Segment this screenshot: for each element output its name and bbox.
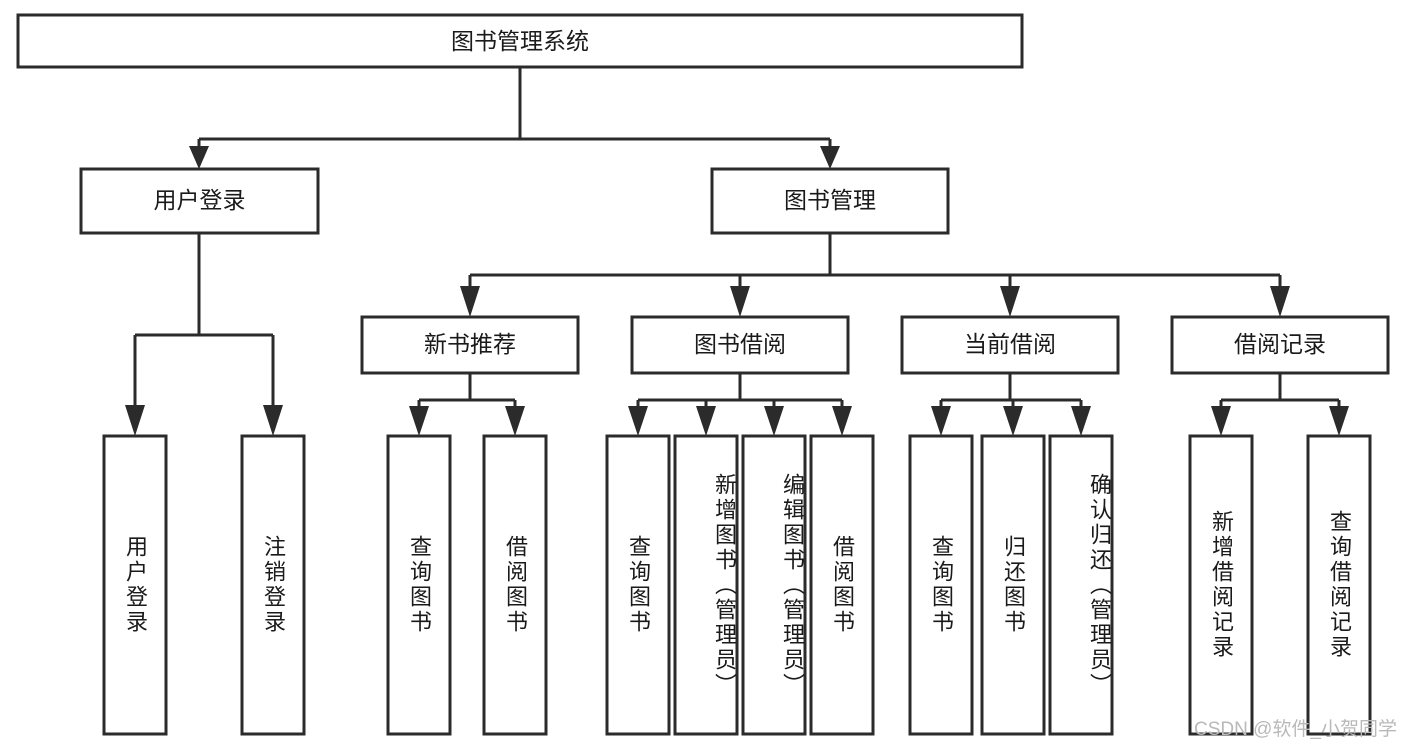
arrow-head-current-borrow	[1000, 286, 1020, 317]
node-leaf-query-borrow-record-box[interactable]	[1306, 434, 1372, 736]
node-leaf-user-login-box[interactable]	[102, 434, 168, 736]
node-leaf-query-book-recommend-box[interactable]	[386, 434, 452, 736]
arrow-head-new-book-recommend	[460, 286, 480, 317]
node-borrow-records[interactable]: 借阅记录	[1170, 315, 1390, 375]
node-current-borrow-label: 当前借阅	[964, 331, 1056, 357]
arrow-head-leaf-confirm-return	[1071, 406, 1091, 436]
node-leaf-borrow-book-recommend-box[interactable]	[482, 434, 548, 736]
node-leaf-logout-box[interactable]	[240, 434, 306, 736]
node-book-management[interactable]: 图书管理	[710, 167, 950, 235]
arrow-head-leaf-logout	[263, 405, 283, 436]
node-book-borrow-box[interactable]	[630, 315, 850, 375]
node-leaf-query-book-borrow-box[interactable]	[605, 434, 671, 736]
node-book-management-label: 图书管理	[784, 187, 876, 213]
node-book-management-box[interactable]	[710, 167, 950, 235]
node-user-login[interactable]: 用户登录	[79, 167, 320, 235]
node-leaf-confirm-return-box[interactable]	[1048, 434, 1114, 736]
node-leaf-return-book-box[interactable]	[980, 434, 1046, 736]
arrow-head-borrow-records	[1270, 286, 1290, 317]
arrow-head-leaf-add-borrow-record	[1211, 406, 1231, 436]
arrow-head-book-borrow	[730, 286, 750, 317]
arrow-head-leaf-borrow-book-recommend	[505, 406, 525, 436]
node-user-login-label: 用户登录	[154, 187, 246, 213]
arrow-head-leaf-query-book-borrow	[628, 406, 648, 436]
node-leaf-add-book-box[interactable]	[673, 434, 739, 736]
arrow-head-leaf-edit-book	[764, 406, 784, 436]
node-current-borrow-box[interactable]	[900, 315, 1120, 375]
csdn-watermark: CSDN @软件_小贺同学	[1194, 719, 1397, 740]
node-borrow-records-label: 借阅记录	[1234, 331, 1326, 357]
arrow-head-leaf-user-login	[125, 405, 145, 436]
node-current-borrow[interactable]: 当前借阅	[900, 315, 1120, 375]
connectors-userlogin-to-leaves	[125, 233, 283, 436]
arrow-head-leaf-query-book-current	[931, 406, 951, 436]
arrow-head-leaf-query-borrow-record	[1329, 406, 1349, 436]
node-leaf-borrow-book-box[interactable]	[809, 434, 875, 736]
connectors-recommend-to-leaves	[409, 373, 525, 436]
arrow-head-leaf-return-book	[1003, 406, 1023, 436]
arrow-head-leaf-add-book	[696, 406, 716, 436]
node-leaf-edit-book-box[interactable]	[741, 434, 807, 736]
arrow-head-book-management	[820, 146, 840, 169]
node-borrow-records-box[interactable]	[1170, 315, 1390, 375]
node-root[interactable]: 图书管理系统	[16, 13, 1024, 69]
connectors-bookmgmt-to-level3	[460, 233, 1290, 317]
connectors-root-to-level2	[189, 67, 840, 169]
node-book-borrow[interactable]: 图书借阅	[630, 315, 850, 375]
connectors-currentborrow-to-leaves	[931, 373, 1091, 436]
node-root-label: 图书管理系统	[451, 28, 589, 54]
node-new-book-recommend[interactable]: 新书推荐	[360, 315, 580, 375]
node-new-book-recommend-box[interactable]	[360, 315, 580, 375]
node-leaf-query-book-current-box[interactable]	[908, 434, 974, 736]
node-new-book-recommend-label: 新书推荐	[424, 331, 516, 357]
node-leaf-add-borrow-record-box[interactable]	[1188, 434, 1254, 736]
arrow-head-leaf-borrow-book	[832, 406, 852, 436]
arrow-head-user-login	[189, 146, 209, 169]
node-book-borrow-label: 图书借阅	[694, 331, 786, 357]
arrow-head-leaf-query-book-recommend	[409, 406, 429, 436]
node-root-box[interactable]	[16, 13, 1024, 69]
leaf-boxes	[102, 434, 1372, 736]
connectors-bookborrow-to-leaves	[628, 373, 852, 436]
connectors-borrowrecords-to-leaves	[1211, 373, 1349, 436]
node-user-login-box[interactable]	[79, 167, 320, 235]
